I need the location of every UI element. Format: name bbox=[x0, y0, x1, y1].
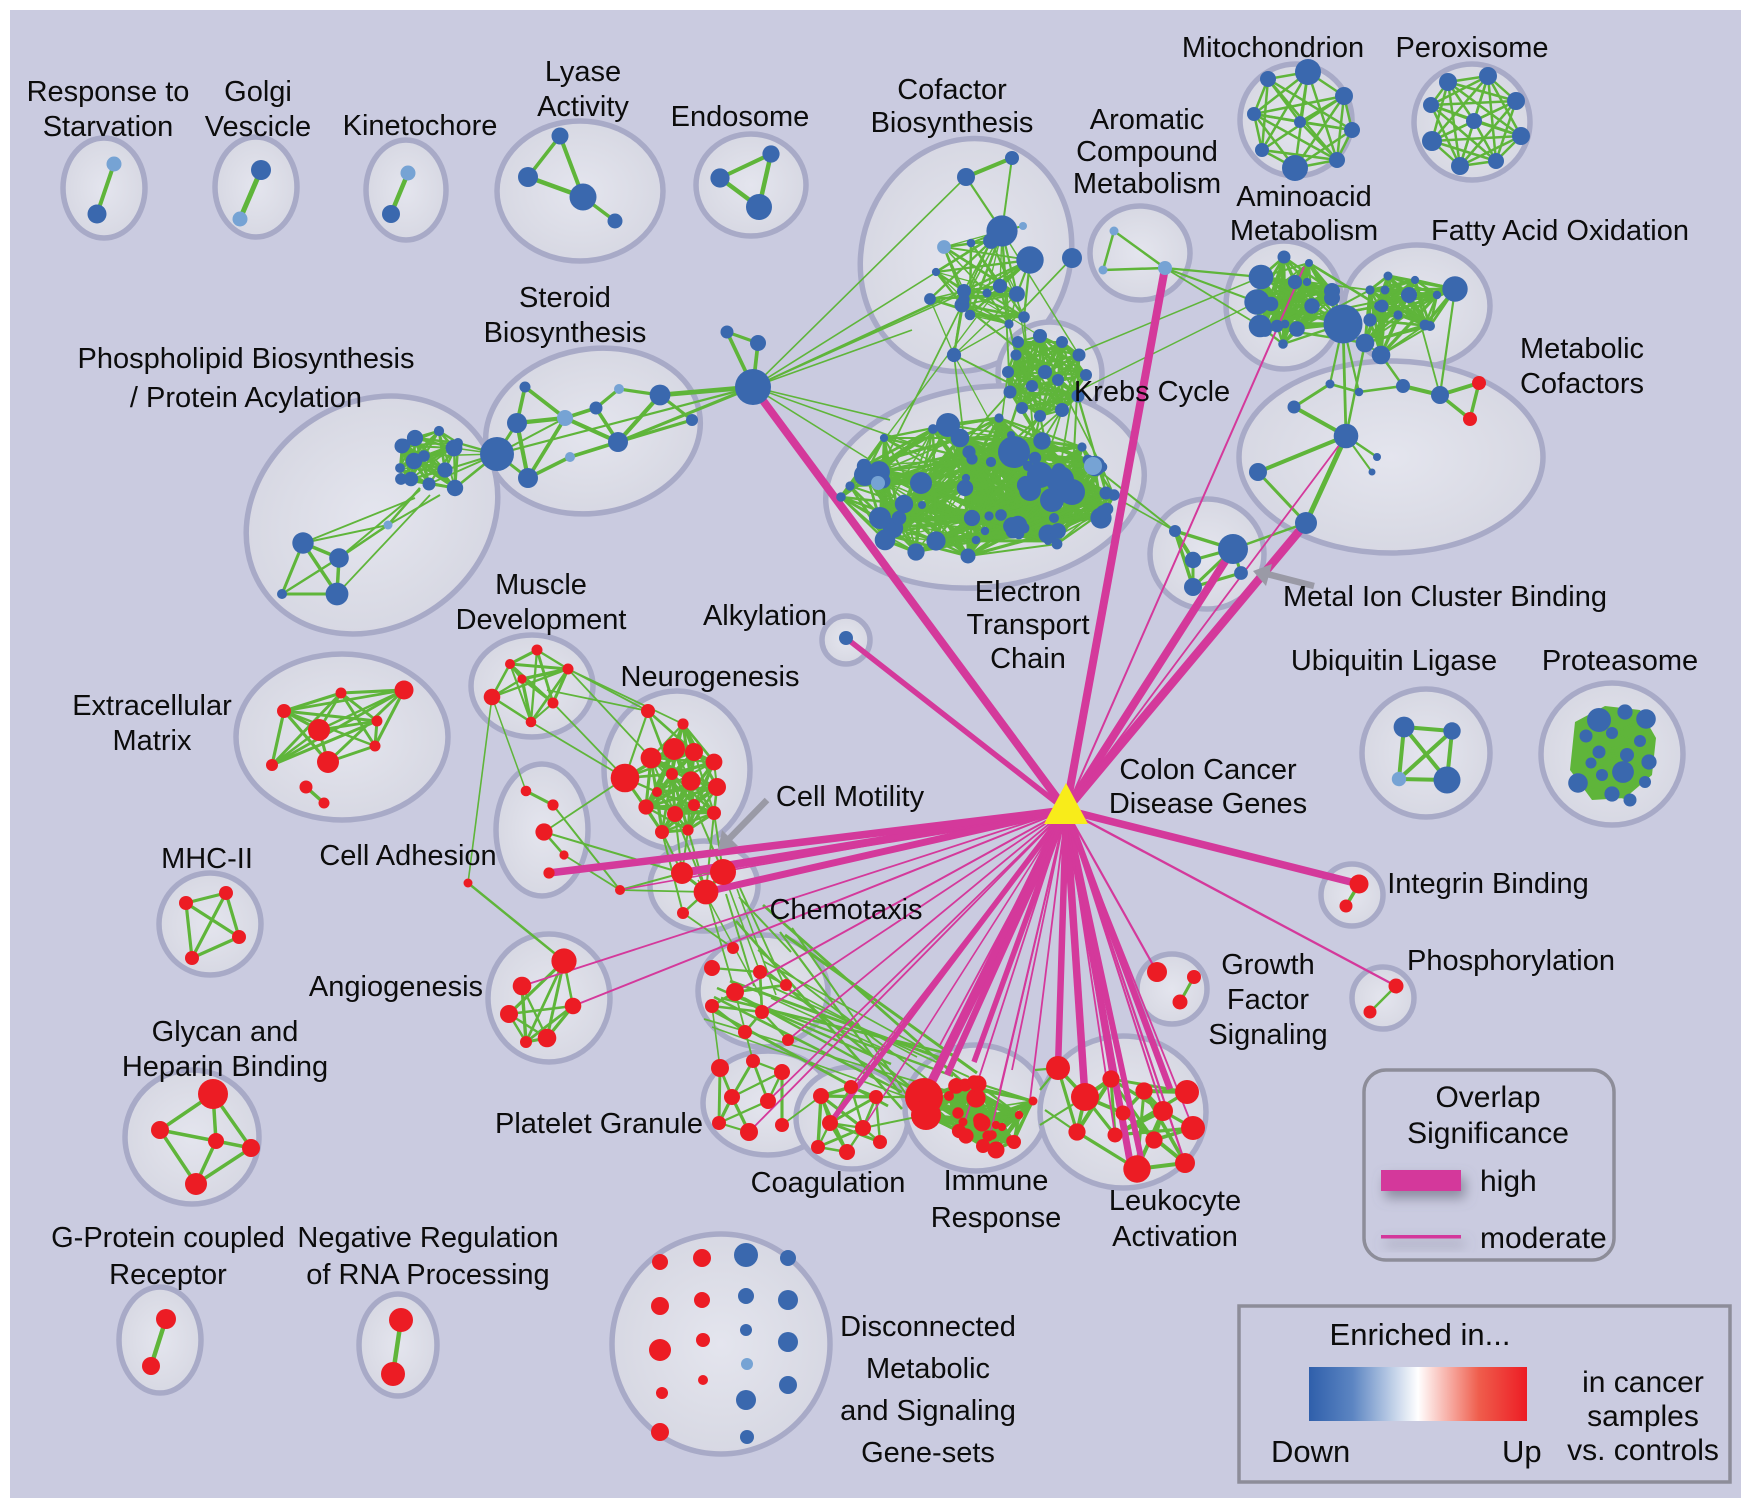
svg-text:Leukocyte: Leukocyte bbox=[1109, 1185, 1241, 1217]
svg-text:Activity: Activity bbox=[537, 91, 629, 123]
svg-text:Biosynthesis: Biosynthesis bbox=[484, 317, 647, 349]
svg-text:Cell Motility: Cell Motility bbox=[776, 781, 925, 813]
svg-text:Phosphorylation: Phosphorylation bbox=[1407, 945, 1615, 977]
svg-text:of RNA Processing: of RNA Processing bbox=[306, 1259, 549, 1291]
svg-text:Metabolism: Metabolism bbox=[1073, 168, 1221, 200]
svg-text:Steroid: Steroid bbox=[519, 282, 611, 314]
svg-text:Metabolic: Metabolic bbox=[1520, 333, 1644, 365]
svg-text:Growth: Growth bbox=[1221, 949, 1314, 981]
svg-text:Biosynthesis: Biosynthesis bbox=[871, 107, 1034, 139]
svg-text:samples: samples bbox=[1587, 1400, 1699, 1433]
svg-text:Metabolic: Metabolic bbox=[866, 1353, 990, 1385]
svg-text:and Signaling: and Signaling bbox=[840, 1395, 1016, 1427]
svg-text:Receptor: Receptor bbox=[109, 1259, 227, 1291]
svg-text:Response to: Response to bbox=[27, 76, 190, 108]
svg-text:moderate: moderate bbox=[1480, 1222, 1607, 1255]
svg-text:Alkylation: Alkylation bbox=[703, 600, 827, 632]
svg-text:Krebs Cycle: Krebs Cycle bbox=[1074, 376, 1230, 408]
svg-text:Endosome: Endosome bbox=[671, 101, 810, 133]
svg-text:Colon Cancer: Colon Cancer bbox=[1119, 754, 1297, 786]
svg-text:Disconnected: Disconnected bbox=[840, 1311, 1016, 1343]
svg-text:Development: Development bbox=[456, 604, 627, 636]
svg-text:Significance: Significance bbox=[1407, 1117, 1569, 1150]
svg-text:Response: Response bbox=[931, 1202, 1062, 1234]
svg-text:Down: Down bbox=[1271, 1434, 1350, 1469]
svg-text:Activation: Activation bbox=[1112, 1221, 1238, 1253]
svg-text:G-Protein coupled: G-Protein coupled bbox=[51, 1222, 285, 1254]
svg-text:Peroxisome: Peroxisome bbox=[1395, 32, 1548, 64]
svg-text:Angiogenesis: Angiogenesis bbox=[309, 971, 483, 1003]
svg-text:Signaling: Signaling bbox=[1208, 1019, 1327, 1051]
svg-text:Electron: Electron bbox=[975, 576, 1081, 608]
svg-text:Fatty Acid Oxidation: Fatty Acid Oxidation bbox=[1431, 215, 1689, 247]
svg-text:Factor: Factor bbox=[1227, 984, 1310, 1016]
svg-text:Lyase: Lyase bbox=[545, 56, 621, 88]
svg-text:Aminoacid: Aminoacid bbox=[1236, 181, 1371, 213]
svg-text:Starvation: Starvation bbox=[43, 111, 174, 143]
svg-text:Coagulation: Coagulation bbox=[751, 1167, 906, 1199]
svg-text:Vescicle: Vescicle bbox=[205, 111, 311, 143]
svg-text:Extracellular: Extracellular bbox=[72, 690, 232, 722]
svg-text:Negative Regulation: Negative Regulation bbox=[297, 1222, 558, 1254]
svg-text:/ Protein Acylation: / Protein Acylation bbox=[130, 382, 362, 414]
svg-text:Platelet Granule: Platelet Granule bbox=[495, 1108, 703, 1140]
svg-text:Chain: Chain bbox=[990, 643, 1066, 675]
svg-text:Muscle: Muscle bbox=[495, 569, 587, 601]
svg-text:Transport: Transport bbox=[966, 609, 1089, 641]
svg-text:Cofactors: Cofactors bbox=[1520, 368, 1644, 400]
svg-text:Cofactor: Cofactor bbox=[897, 74, 1007, 106]
svg-text:Golgi: Golgi bbox=[224, 76, 292, 108]
svg-text:Up: Up bbox=[1502, 1434, 1542, 1469]
svg-text:Aromatic: Aromatic bbox=[1090, 104, 1204, 136]
svg-text:in cancer: in cancer bbox=[1582, 1366, 1704, 1399]
svg-text:Glycan and: Glycan and bbox=[152, 1016, 299, 1048]
svg-text:Ubiquitin Ligase: Ubiquitin Ligase bbox=[1291, 645, 1497, 677]
svg-text:MHC-II: MHC-II bbox=[161, 843, 253, 875]
svg-text:Chemotaxis: Chemotaxis bbox=[769, 894, 922, 926]
svg-text:Matrix: Matrix bbox=[113, 725, 192, 757]
svg-text:Kinetochore: Kinetochore bbox=[343, 110, 498, 142]
svg-text:Proteasome: Proteasome bbox=[1542, 645, 1698, 677]
svg-text:Overlap: Overlap bbox=[1435, 1081, 1540, 1114]
svg-text:Compound: Compound bbox=[1076, 136, 1218, 168]
svg-text:Disease Genes: Disease Genes bbox=[1109, 788, 1307, 820]
svg-text:Enriched in...: Enriched in... bbox=[1330, 1317, 1511, 1352]
svg-text:Cell Adhesion: Cell Adhesion bbox=[319, 840, 496, 872]
svg-text:Heparin Binding: Heparin Binding bbox=[122, 1051, 328, 1083]
svg-text:Phospholipid Biosynthesis: Phospholipid Biosynthesis bbox=[78, 343, 415, 375]
svg-text:Metabolism: Metabolism bbox=[1230, 215, 1378, 247]
svg-text:Gene-sets: Gene-sets bbox=[861, 1437, 995, 1469]
svg-text:Mitochondrion: Mitochondrion bbox=[1182, 32, 1364, 64]
svg-text:Metal Ion Cluster Binding: Metal Ion Cluster Binding bbox=[1283, 581, 1607, 613]
svg-text:high: high bbox=[1480, 1165, 1537, 1198]
svg-text:Integrin Binding: Integrin Binding bbox=[1387, 868, 1589, 900]
svg-text:Immune: Immune bbox=[944, 1165, 1049, 1197]
svg-text:Neurogenesis: Neurogenesis bbox=[621, 661, 800, 693]
svg-text:vs. controls: vs. controls bbox=[1567, 1434, 1719, 1467]
